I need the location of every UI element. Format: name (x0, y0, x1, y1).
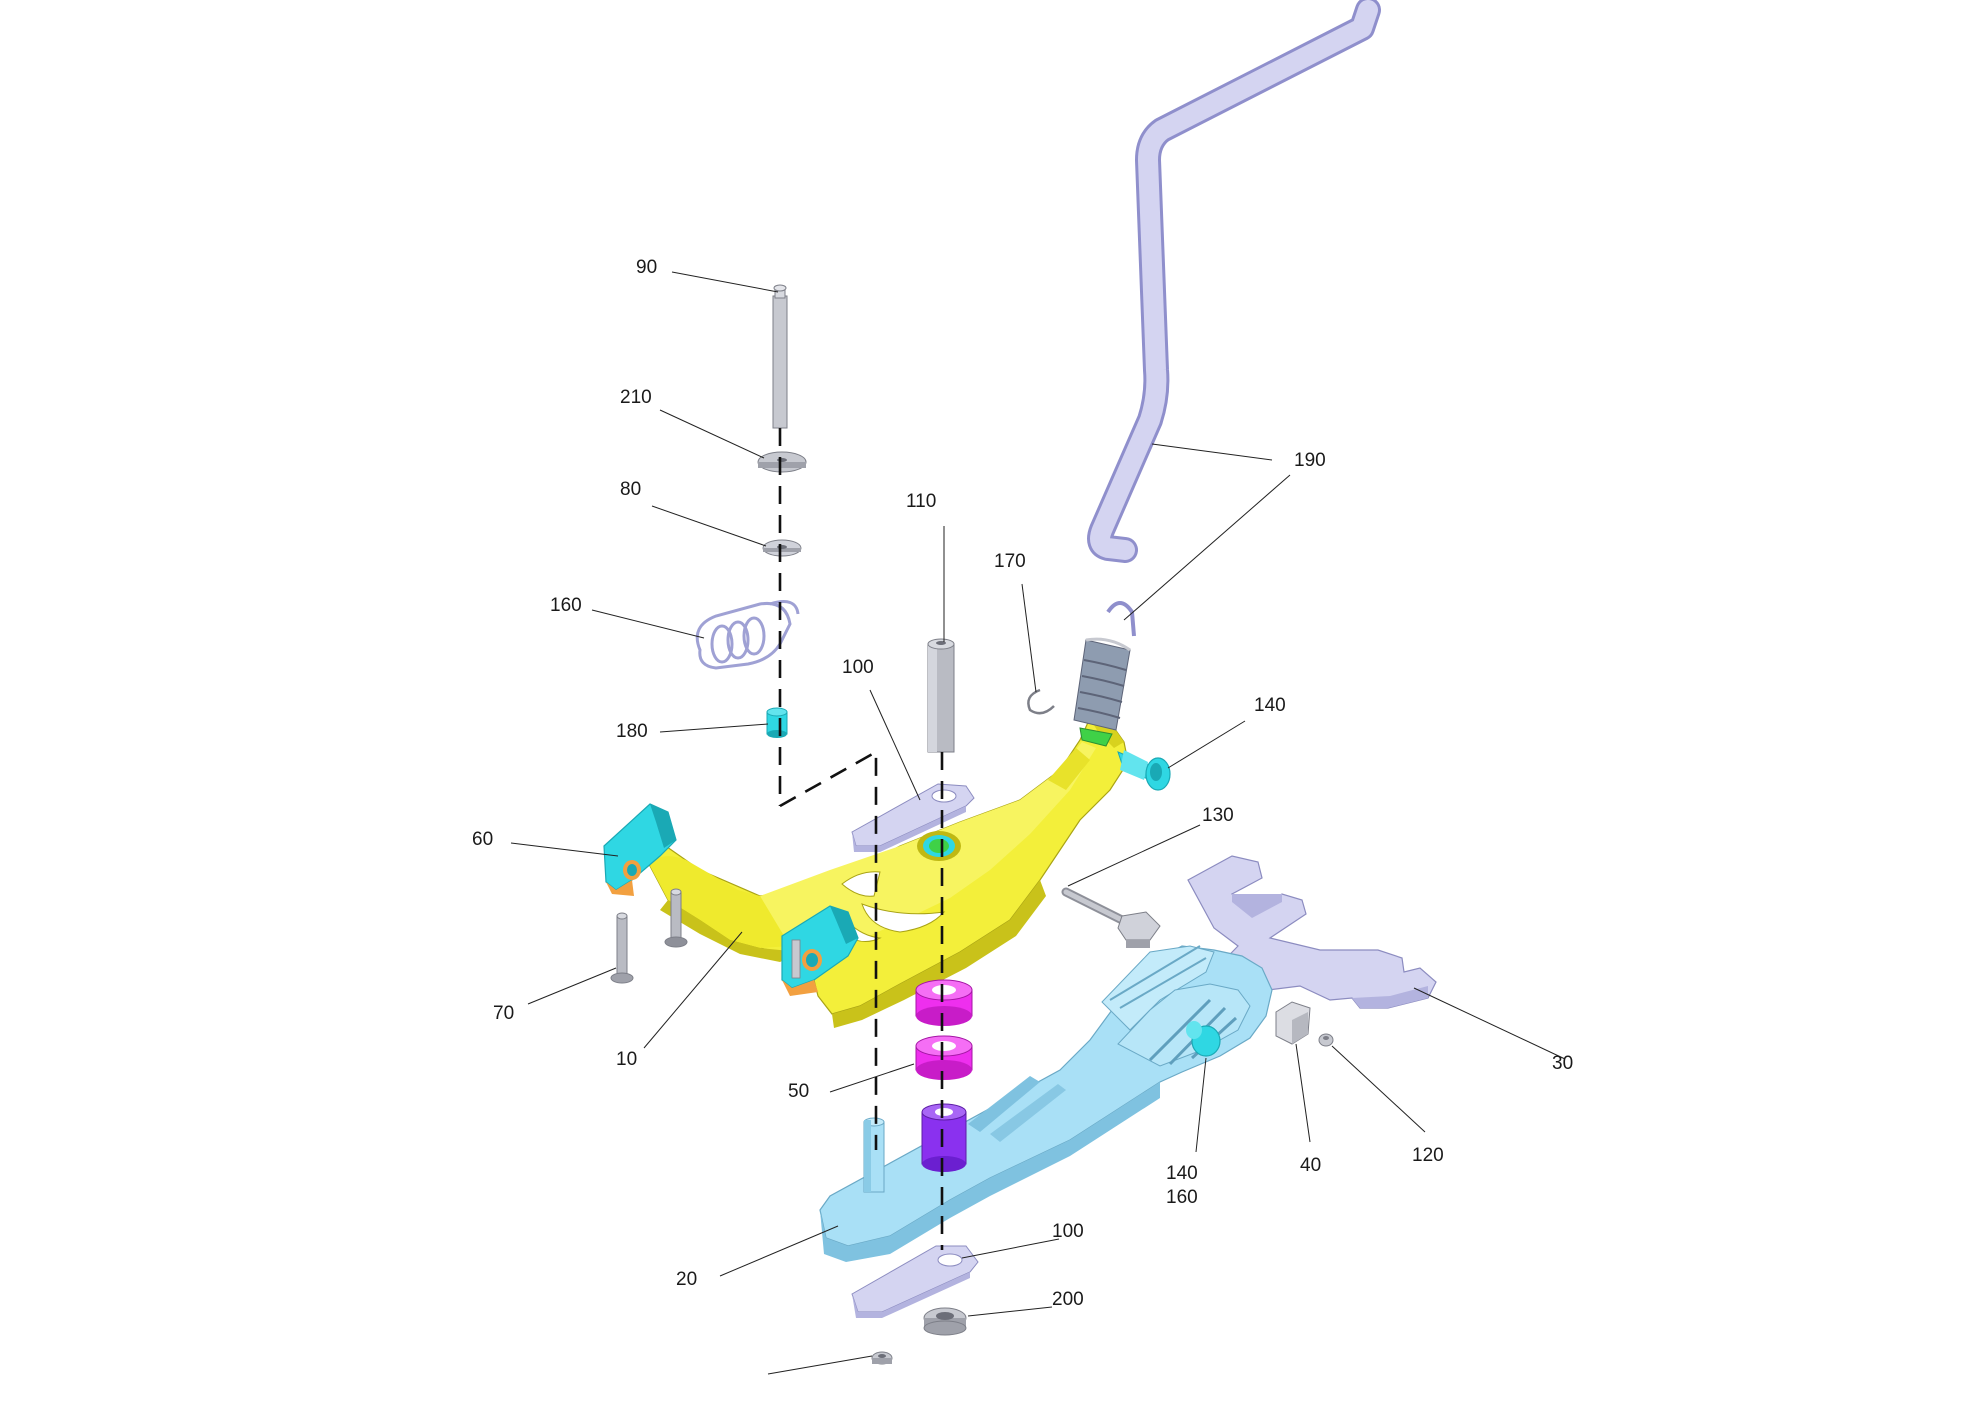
part-200-nut (871, 1351, 893, 1365)
callout-30: 30 (1552, 1053, 1574, 1074)
part-190-nut (923, 1307, 967, 1336)
part-160-clip (1027, 688, 1055, 715)
callout-70: 70 (493, 1003, 515, 1024)
part-20-base (819, 945, 1273, 1262)
callout-120: 120 (1412, 1145, 1444, 1166)
leader-lines (510, 271, 1566, 1375)
callout-60: 60 (472, 829, 494, 850)
part-170-spring (1073, 601, 1136, 747)
part-140-lower-pin (1186, 1021, 1221, 1057)
part-120-nut (1318, 1033, 1334, 1047)
rod-body (1090, 0, 1378, 560)
callout-100-bottom: 100 (1052, 1221, 1084, 1242)
callout-170: 190 (1294, 450, 1326, 471)
part-50-bushing-lower (915, 1035, 973, 1080)
callout-110: 110 (906, 491, 937, 512)
callout-140-bottom: 140 (1166, 1163, 1198, 1184)
callout-50: 50 (788, 1081, 810, 1102)
part-210-washer (757, 451, 807, 473)
callout-160-top: 170 (994, 551, 1026, 572)
callout-20: 20 (676, 1269, 698, 1290)
part-60-bracket-right (781, 905, 859, 996)
part-90-bolt (772, 284, 788, 429)
callout-10: 10 (616, 1049, 638, 1070)
callout-180: 180 (616, 721, 648, 742)
part-130-bolt (1061, 887, 1161, 948)
part-40-block (1275, 1001, 1311, 1045)
callout-80: 80 (620, 479, 642, 500)
callout-130: 130 (1202, 805, 1234, 826)
part-140-top-pin (1117, 750, 1171, 791)
callout-100-top: 100 (842, 657, 874, 678)
part-80-washer (762, 539, 802, 557)
part-20-post (863, 1117, 885, 1193)
part-50-sleeve (921, 1103, 967, 1172)
part-150-spring (695, 600, 800, 670)
part-10-arm (646, 717, 1129, 1028)
part-70-pin-rear (664, 888, 688, 948)
part-170-rod (1087, 0, 1381, 563)
callout-190: 200 (1052, 1289, 1084, 1310)
part-110-bolt (927, 638, 955, 753)
part-60-bracket-left (603, 803, 677, 896)
callout-40: 40 (1300, 1155, 1322, 1176)
part-50-bushing-upper (915, 979, 973, 1026)
part-180-spacer (766, 707, 788, 738)
callout-160-bottom: 160 (1166, 1187, 1198, 1208)
part-70-pin-front (610, 912, 634, 984)
callout-90: 90 (636, 257, 658, 278)
callout-210: 210 (620, 387, 652, 408)
callout-150: 160 (550, 595, 582, 616)
callout-140-top: 140 (1254, 695, 1286, 716)
assembly-axis-lines (778, 428, 944, 1250)
